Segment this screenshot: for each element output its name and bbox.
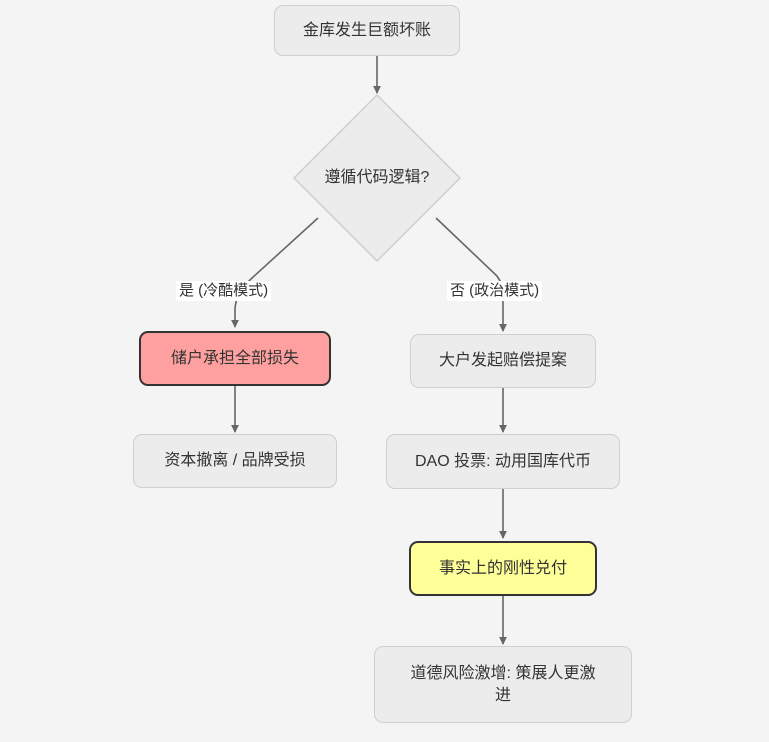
node-depositors-bear-loss[interactable]: 储户承担全部损失 <box>139 331 331 386</box>
node-label: 储户承担全部损失 <box>170 349 299 367</box>
node-label: 资本撤离 / 品牌受损 <box>164 452 306 470</box>
node-label: DAO 投票: 动用国库代币 <box>414 452 591 470</box>
edge-label-text: 是 (冷酷模式) <box>179 282 269 299</box>
edge-label-text: 否 (政治模式) <box>450 282 540 299</box>
node-capital-flight[interactable]: 资本撤离 / 品牌受损 <box>133 434 337 488</box>
node-label: 遵循代码逻辑? <box>324 169 430 187</box>
edge-label-yes: 是 (冷酷模式) <box>176 281 272 301</box>
node-follow-code-logic[interactable]: 遵循代码逻辑? <box>292 93 462 263</box>
node-de-facto-guarantee[interactable]: 事实上的刚性兑付 <box>409 541 597 596</box>
node-label: 大户发起赔偿提案 <box>438 352 567 370</box>
node-dao-vote[interactable]: DAO 投票: 动用国库代币 <box>386 434 620 489</box>
node-moral-hazard[interactable]: 道德风险激增: 策展人更激进 <box>374 646 632 723</box>
node-vault-bad-debt[interactable]: 金库发生巨额坏账 <box>274 5 460 56</box>
node-whale-proposal[interactable]: 大户发起赔偿提案 <box>410 334 596 388</box>
node-label: 道德风险激增: 策展人更激进 <box>410 664 596 704</box>
node-label: 事实上的刚性兑付 <box>438 559 567 577</box>
node-label: 金库发生巨额坏账 <box>302 21 431 39</box>
edge-label-no: 否 (政治模式) <box>447 281 543 301</box>
diamond-shape <box>292 93 462 263</box>
